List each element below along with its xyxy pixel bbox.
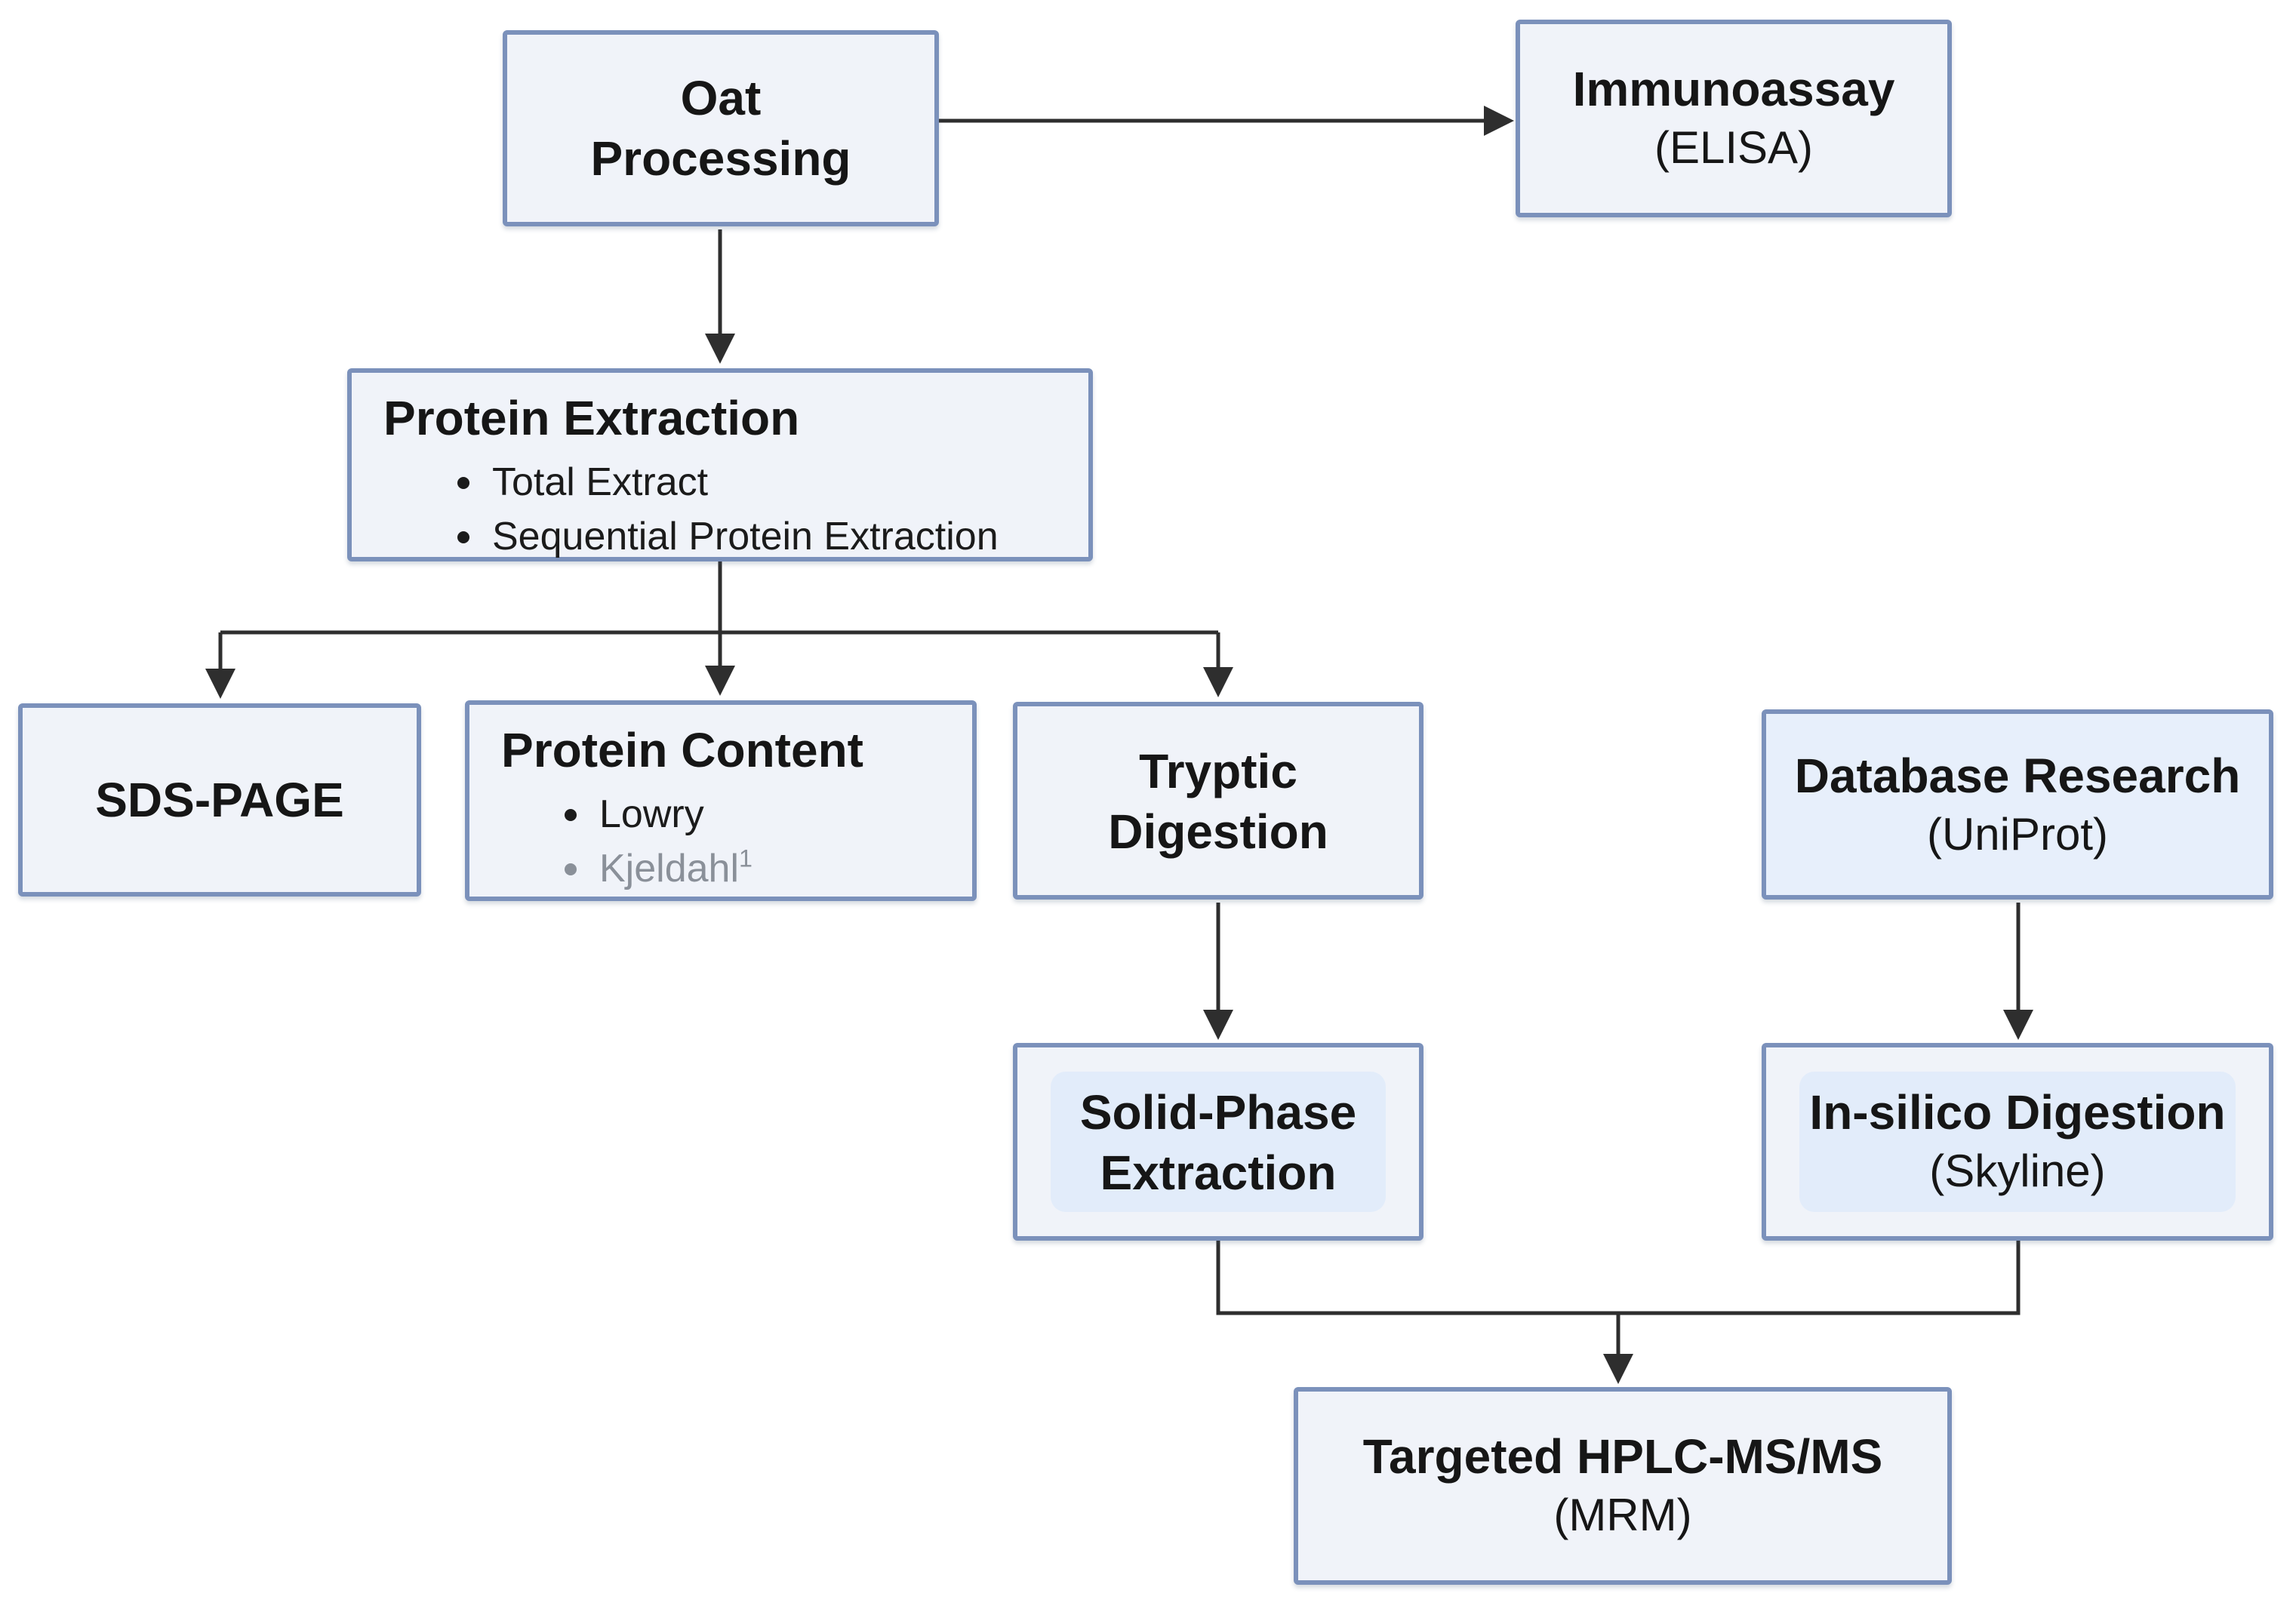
bullet-kjeldahl: Kjeldahl1 <box>599 842 972 897</box>
node-sds-page: SDS-PAGE <box>18 703 421 897</box>
node-in-silico-digestion: In-silico Digestion (Skyline) <box>1762 1043 2273 1241</box>
solid-phase-inner-highlight <box>1051 1072 1386 1212</box>
node-immunoassay-subtitle: (ELISA) <box>1654 124 1814 174</box>
edge-protein-extraction-branch <box>220 561 1218 635</box>
bullet-total-extract: Total Extract <box>492 456 1088 510</box>
node-tryptic-digestion-title: Tryptic Digestion <box>1108 743 1328 858</box>
node-targeted-hplc-msms-subtitle: (MRM) <box>1553 1491 1692 1541</box>
protein-extraction-bullet-list: Total Extract Sequential Protein Extract… <box>352 456 1088 564</box>
node-immunoassay: Immunoassay (ELISA) <box>1516 20 1952 217</box>
node-in-silico-digestion-title: In-silico Digestion <box>1809 1085 2226 1140</box>
node-protein-content-title: Protein Content <box>501 723 863 777</box>
in-silico-inner-highlight <box>1799 1072 2236 1212</box>
protein-content-bullet-list: Lowry Kjeldahl1 <box>469 788 972 897</box>
node-solid-phase-extraction: Solid-Phase Extraction <box>1013 1043 1423 1241</box>
node-protein-extraction-title: Protein Extraction <box>383 391 800 445</box>
node-sds-page-title: SDS-PAGE <box>95 773 344 827</box>
node-in-silico-digestion-subtitle: (Skyline) <box>1929 1147 2106 1197</box>
bullet-lowry: Lowry <box>599 788 972 842</box>
kjeldahl-footnote-marker: 1 <box>739 845 753 873</box>
node-database-research: Database Research (UniProt) <box>1762 709 2273 900</box>
node-tryptic-digestion: Tryptic Digestion <box>1013 702 1423 900</box>
node-oat-processing-title: Oat Processing <box>590 71 851 186</box>
edge-merge-bar <box>1216 1241 2021 1315</box>
node-protein-extraction: Protein Extraction Total Extract Sequent… <box>347 368 1093 561</box>
bullet-lowry-label: Lowry <box>599 791 704 836</box>
node-database-research-subtitle: (UniProt) <box>1926 810 2108 860</box>
node-protein-content: Protein Content Lowry Kjeldahl1 <box>465 700 977 901</box>
bullet-kjeldahl-label: Kjeldahl <box>599 844 740 890</box>
node-oat-processing: Oat Processing <box>503 30 939 226</box>
node-targeted-hplc-msms-title: Targeted HPLC-MS/MS <box>1362 1429 1883 1484</box>
node-database-research-title: Database Research <box>1794 748 2241 802</box>
node-targeted-hplc-msms: Targeted HPLC-MS/MS (MRM) <box>1294 1387 1952 1585</box>
node-immunoassay-title: Immunoassay <box>1572 62 1895 116</box>
node-solid-phase-extraction-title: Solid-Phase Extraction <box>1079 1084 1357 1199</box>
bullet-sequential-protein-extraction: Sequential Protein Extraction <box>492 510 1088 564</box>
